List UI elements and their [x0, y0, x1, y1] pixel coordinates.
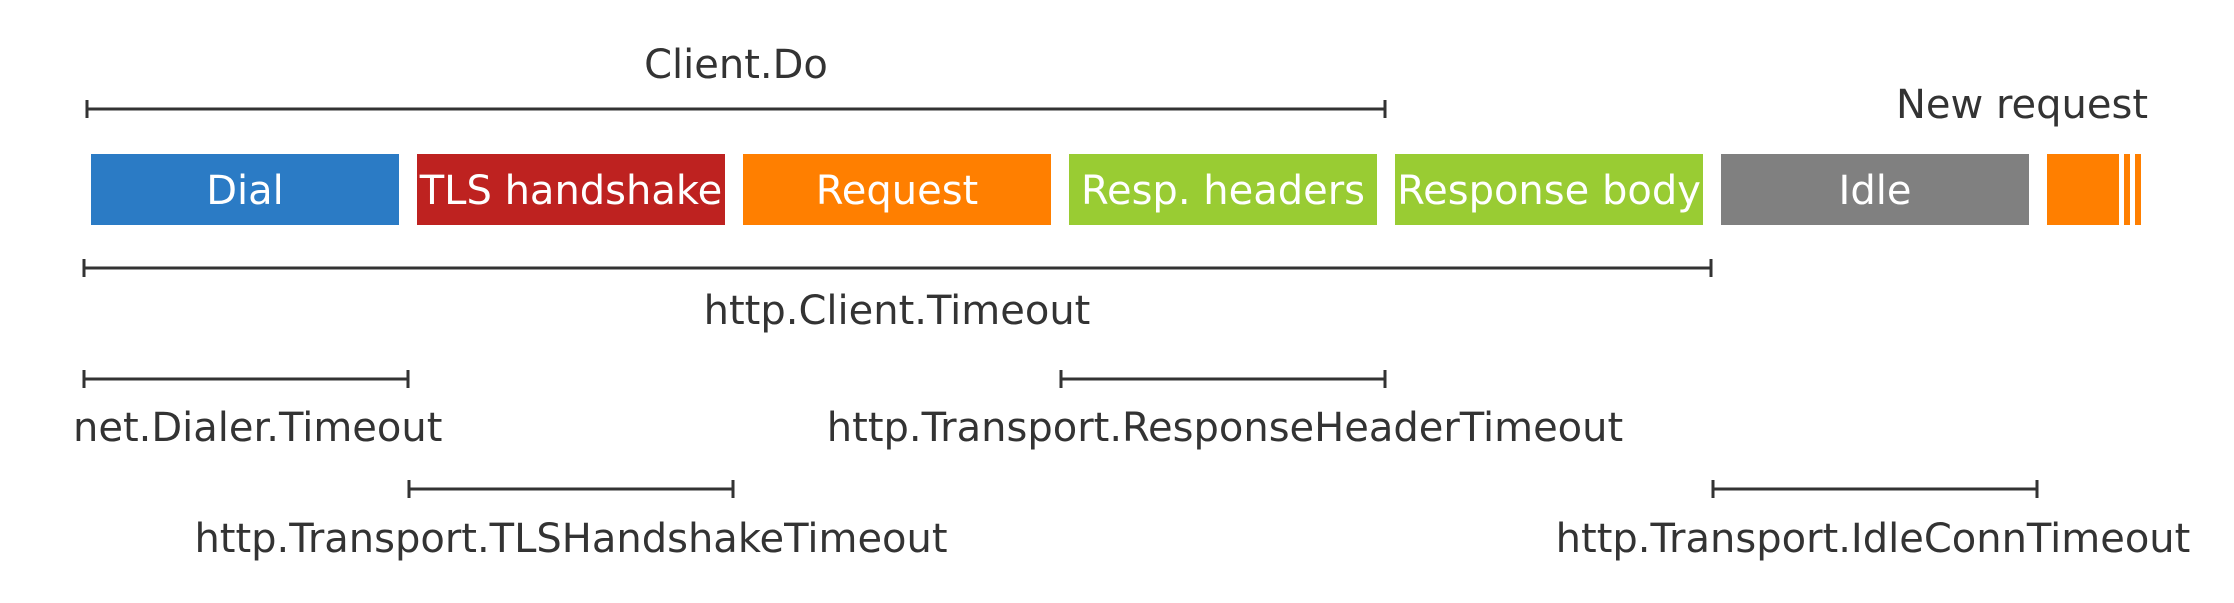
span-net-dialer-timeout: net.Dialer.Timeout	[73, 370, 442, 451]
phase-idle-rect	[1721, 154, 2029, 225]
phase-dial: Dial	[91, 154, 399, 225]
phase-idle-label: Idle	[1839, 168, 1912, 214]
phase-request-label: Request	[816, 168, 978, 214]
span-idle-conn-timeout-label: http.Transport.IdleConnTimeout	[1556, 516, 2191, 562]
phase-response-body-label: Response body	[1397, 168, 1701, 214]
span-net-dialer-timeout-bracket	[82, 370, 410, 388]
phase-tls-handshake: TLS handshake	[417, 154, 725, 225]
span-client-do-bracket	[85, 100, 1387, 118]
span-http-client-timeout: http.Client.Timeout	[82, 259, 1713, 334]
new-request-stripe	[2135, 154, 2141, 225]
phase-response-body-rect	[1395, 154, 1703, 225]
phase-dial-label: Dial	[206, 168, 284, 214]
span-http-client-timeout-label: http.Client.Timeout	[704, 288, 1091, 334]
phase-resp-headers: Resp. headers	[1069, 154, 1377, 225]
span-http-client-timeout-bracket	[82, 259, 1713, 277]
phase-idle: Idle	[1721, 154, 2029, 225]
span-idle-conn-timeout-bracket	[1711, 480, 2039, 498]
phase-request-rect	[743, 154, 1051, 225]
new-request: New request	[1896, 82, 2148, 225]
span-tls-handshake-timeout-bracket	[407, 480, 735, 498]
span-idle-conn-timeout: http.Transport.IdleConnTimeout	[1556, 480, 2191, 562]
span-response-header-timeout-label: http.Transport.ResponseHeaderTimeout	[827, 405, 1623, 451]
phase-resp-headers-rect	[1069, 154, 1377, 225]
phase-tls-handshake-rect	[417, 154, 725, 225]
span-tls-handshake-timeout: http.Transport.TLSHandshakeTimeout	[194, 480, 948, 562]
new-request-stripe	[2124, 154, 2130, 225]
span-net-dialer-timeout-label: net.Dialer.Timeout	[73, 405, 442, 451]
span-client-do: Client.Do	[85, 42, 1387, 118]
phase-response-body: Response body	[1395, 154, 1703, 225]
phase-bar: Dial TLS handshake Request Resp. headers…	[91, 154, 2029, 225]
span-response-header-timeout: http.Transport.ResponseHeaderTimeout	[827, 370, 1623, 451]
phase-dial-rect	[91, 154, 399, 225]
span-tls-handshake-timeout-label: http.Transport.TLSHandshakeTimeout	[194, 516, 947, 562]
phase-resp-headers-label: Resp. headers	[1081, 168, 1365, 214]
phase-tls-handshake-label: TLS handshake	[419, 168, 722, 214]
new-request-label: New request	[1896, 82, 2148, 128]
span-client-do-label: Client.Do	[644, 42, 828, 88]
new-request-block	[2047, 154, 2119, 225]
phase-request: Request	[743, 154, 1051, 225]
span-response-header-timeout-bracket	[1059, 370, 1387, 388]
